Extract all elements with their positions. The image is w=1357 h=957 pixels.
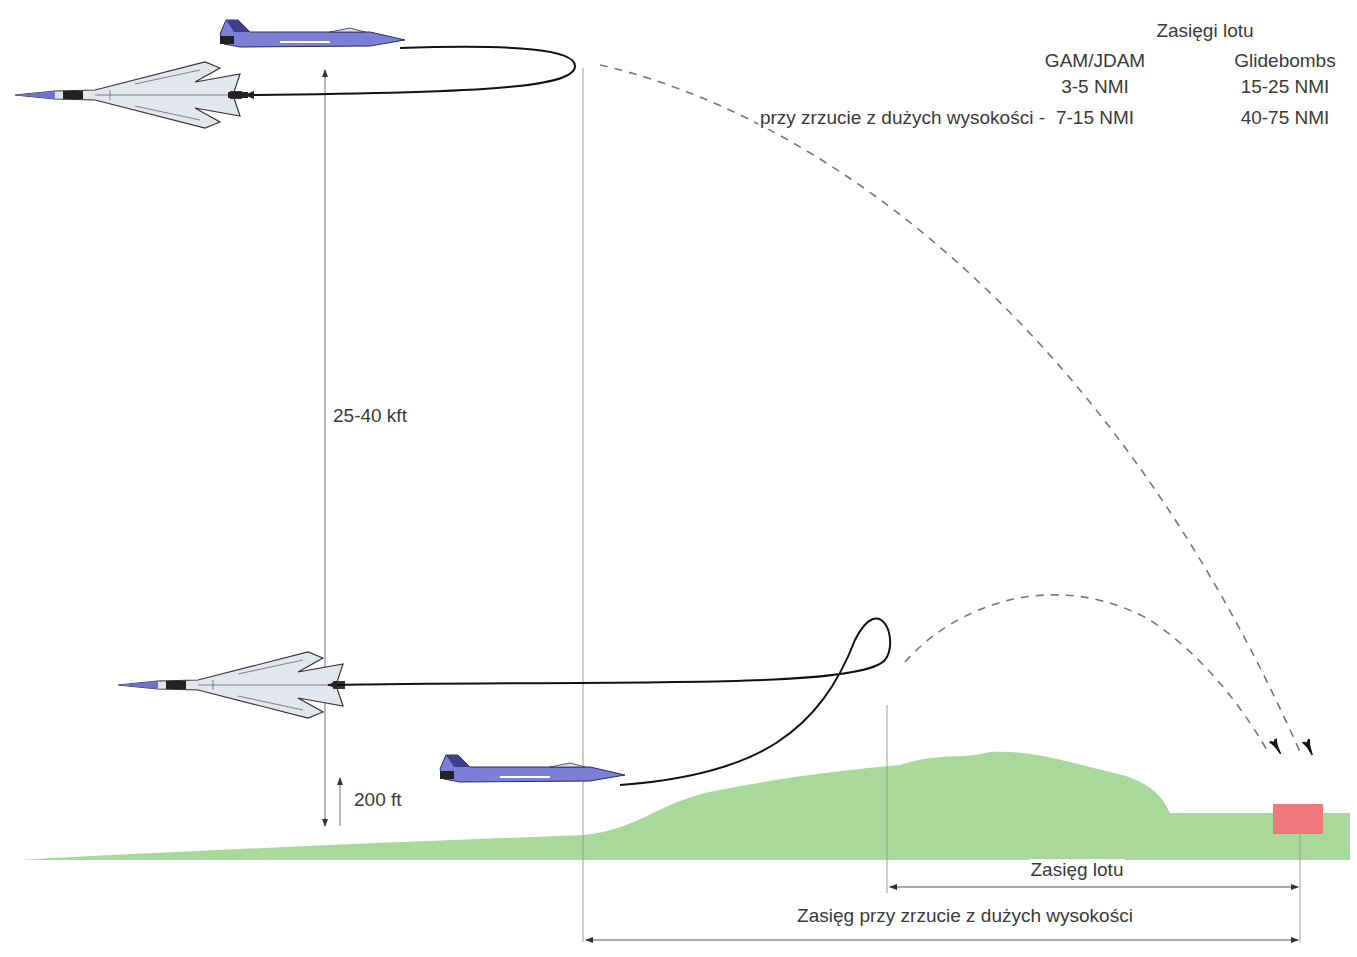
row-label: przy zrzucie z dużych wysokości - — [758, 107, 1047, 129]
range-dimension: Zasięg przy zrzucie z dużych wysokości — [795, 905, 1135, 927]
range-dimension: Zasięg lotu — [1029, 859, 1126, 881]
terrain — [20, 752, 1350, 860]
column-heading: GAM/JDAM — [1043, 50, 1147, 72]
range-value: 7-15 NMI — [1054, 107, 1136, 129]
column-heading: Glidebombs — [1232, 50, 1337, 72]
altitude-dimension: 25-40 kft — [331, 405, 409, 427]
target — [1273, 804, 1323, 834]
range-value: 40-75 NMI — [1239, 107, 1332, 129]
range-value: 3-5 NMI — [1059, 76, 1131, 98]
range-value: 15-25 NMI — [1239, 76, 1332, 98]
altitude-dimension: 200 ft — [352, 789, 404, 811]
table-heading: Zasięgi lotu — [1154, 20, 1255, 42]
